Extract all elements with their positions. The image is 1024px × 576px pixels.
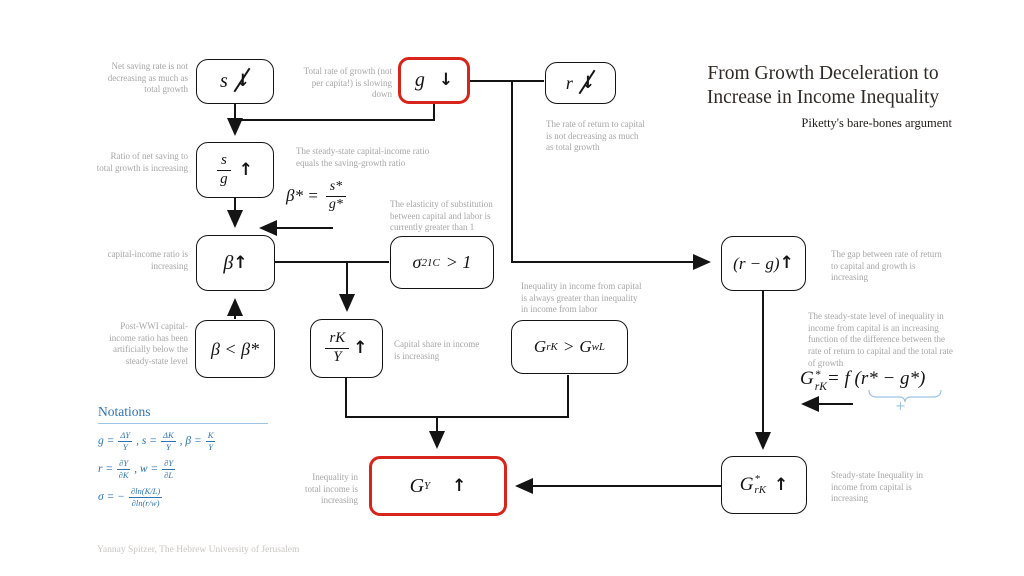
annotation-total-growth: Total rate of growth (not per capita!) i… (303, 66, 392, 100)
slide-title-line2: Increase in Income Inequality (706, 87, 940, 109)
up-arrow-icon: ↑ (353, 338, 368, 358)
slide-subtitle: Piketty's bare-bones argument (801, 115, 952, 130)
annotation-rate-of-return: The rate of return to capital is not dec… (546, 119, 645, 153)
title-block: From Growth Deceleration to Increase in … (690, 62, 956, 131)
up-arrow-icon: ↑ (238, 159, 254, 180)
annotation-net-saving: Net saving rate is not decreasing as muc… (107, 61, 188, 95)
down-arrow-icon: ↓ (438, 70, 454, 90)
gy-symbol: G (409, 474, 425, 497)
annotation-post-wwi: Post-WWI capital-income ratio has been a… (109, 321, 188, 367)
slide-title: From Growth Deceleration to Increase in … (690, 62, 956, 111)
up-arrow-icon: ↑ (774, 474, 789, 495)
g-symbol: g (414, 69, 425, 91)
annotation-capital-share: Capital share in income is increasing (394, 339, 480, 361)
positive-sign: + (895, 399, 906, 414)
sigma-condition: > 1 (445, 252, 472, 272)
slide-title-line1: From Growth Deceleration to (707, 63, 939, 84)
annotation-gap-increasing: The gap between rate of return to capita… (831, 249, 942, 283)
notation-line-3: σ = − ∂ln(K/L)∂ln(r/w) (98, 485, 163, 508)
connector-join-bottom (345, 375, 569, 418)
node-r: r ↓ (545, 62, 616, 104)
up-arrow-icon: ↑ (779, 253, 794, 273)
node-r-minus-g: (r − g) ↑ (721, 236, 806, 291)
node-beta: β ↑ (196, 235, 275, 291)
annotation-capital-income-ratio: capital-income ratio is increasing (107, 249, 188, 271)
node-g: g ↓ (398, 57, 470, 104)
r-minus-g-expression: (r − g) (733, 253, 780, 273)
annotation-saving-growth-ratio: Ratio of net saving to total growth is i… (96, 151, 188, 173)
node-beta-below-star: β < β* (195, 320, 275, 378)
node-s-over-g: s g ↑ (196, 142, 274, 198)
node-s: s ↓ (196, 59, 274, 104)
annotation-steady-state-inequality: Steady-state Inequality in income from c… (831, 470, 923, 504)
rk-over-y-fraction: rK Y (325, 330, 350, 366)
r-symbol: r (565, 72, 573, 93)
down-arrow-struck-icon: ↓ (578, 69, 596, 94)
grk-star-scripts: * rK (754, 473, 767, 496)
footer-credit: Yannay Spitzer, The Hebrew University of… (97, 545, 300, 555)
grk-star-formula-scripts: * rK (814, 369, 827, 393)
up-arrow-icon: ↑ (452, 475, 467, 496)
annotation-total-income-inequality: Inequality in total income is increasing (305, 472, 358, 506)
beta-symbol: β (223, 251, 234, 274)
beta-star-fraction: s* g* (325, 179, 347, 212)
annotation-steady-state-ratio: The steady-state capital-income ratio eq… (296, 146, 430, 168)
formula-grk-star: G * rK = f (r* − g*) (800, 368, 926, 393)
formula-beta-star: β* = s* g* (286, 179, 347, 212)
annotation-steady-state-inequality-fn: The steady-state level of inequality in … (808, 311, 953, 368)
node-rk-over-y: rK Y ↑ (310, 319, 383, 378)
connector-g-down-left (235, 102, 435, 121)
connector-to-rminusg (511, 81, 711, 270)
grk-star-symbol: G (739, 474, 754, 495)
s-over-g-fraction: s g (216, 152, 231, 188)
beta-below-star-expression: β < β* (210, 338, 260, 359)
up-arrow-icon: ↑ (233, 252, 248, 273)
notations-header: Notations (98, 404, 268, 424)
sigma-subscript: 21C (421, 256, 440, 269)
down-arrow-struck-icon: ↓ (233, 67, 251, 93)
annotation-elasticity: The elasticity of substitution between c… (390, 199, 493, 233)
sigma-symbol: σ (412, 252, 422, 272)
s-symbol: s (219, 70, 228, 92)
node-grk-star: G * rK ↑ (721, 456, 807, 514)
notation-line-2: r = ∂Y∂K , w = ∂Y∂L (98, 457, 176, 480)
annotation-inequality-capital-labor: Inequality in income from capital is alw… (521, 281, 642, 315)
